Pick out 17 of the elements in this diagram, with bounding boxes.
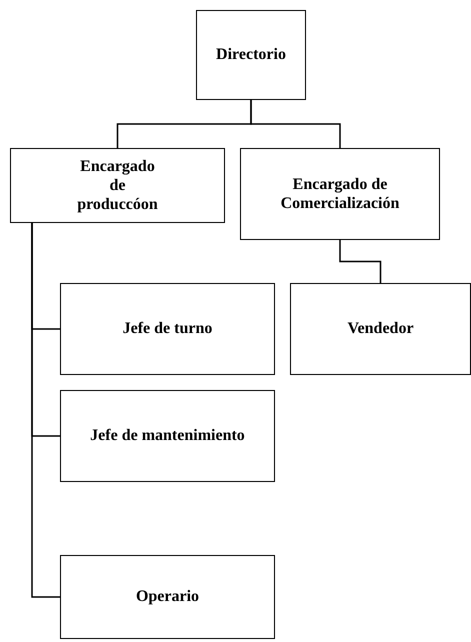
role-label: Operario (136, 587, 200, 607)
org-box (290, 283, 471, 375)
org-box (60, 283, 275, 375)
org-box (196, 10, 306, 100)
role-label: Directorio (216, 45, 286, 65)
role-label: Vendedor (347, 319, 414, 339)
connector-line (250, 100, 341, 148)
connector-line (339, 240, 382, 283)
org-box (10, 148, 225, 223)
org-box (60, 390, 275, 482)
role-label: Jefe de turno (122, 319, 212, 339)
org-box (60, 555, 275, 639)
role-label: Encargado de produccóon (77, 156, 158, 214)
connector-line (31, 223, 60, 598)
role-label: Jefe de mantenimiento (90, 426, 245, 446)
org-box (240, 148, 440, 240)
role-label: Encargado de Comercialización (280, 174, 400, 214)
